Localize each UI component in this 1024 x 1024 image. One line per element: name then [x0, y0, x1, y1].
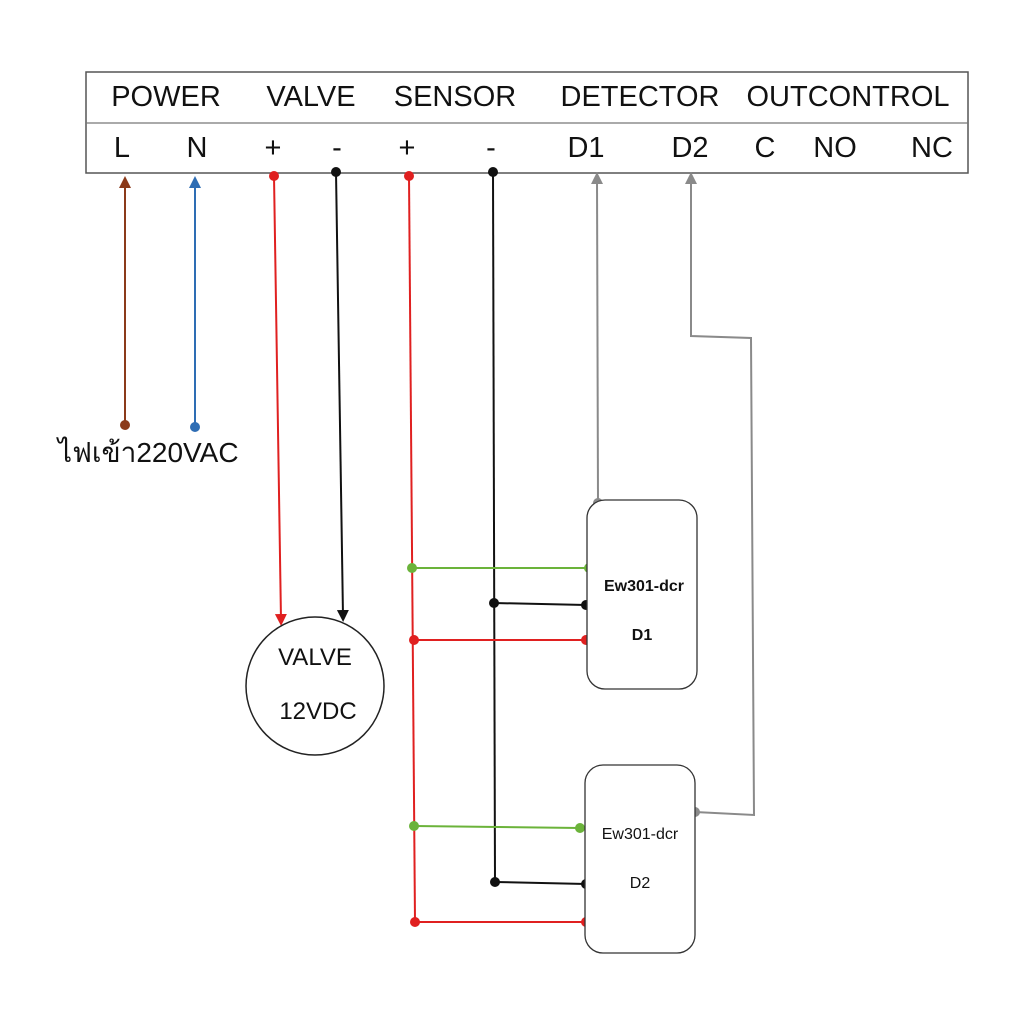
detector-d2: Ew301-dcr D2 — [584, 764, 696, 954]
power-input-wires: ไฟเข้า220VAC — [56, 176, 239, 468]
d1-negative-wire — [493, 602, 587, 606]
terminal-D1: D1 — [567, 132, 604, 164]
d1-negative-dot-left — [489, 598, 499, 608]
d1-signal-dot-left — [407, 563, 417, 573]
group-label-power: POWER — [111, 81, 221, 113]
sensor-wires — [404, 167, 594, 927]
power-input-label: ไฟเข้า220VAC — [56, 437, 239, 468]
detector-d1-box — [586, 499, 698, 690]
terminal-valve-minus: - — [332, 132, 342, 164]
group-label-sensor: SENSOR — [394, 81, 516, 113]
detector-d1-id: D1 — [632, 627, 653, 644]
terminal-sensor-plus: + — [399, 132, 416, 164]
terminal-NC: NC — [911, 132, 953, 164]
valve-positive-wire — [273, 175, 287, 626]
d2-negative-wire — [494, 881, 587, 885]
detector-d2-id: D2 — [630, 875, 651, 892]
detector-wires — [591, 172, 756, 817]
detector-d2-model: Ew301-dcr — [602, 826, 679, 843]
terminal-D2: D2 — [671, 132, 708, 164]
valve-label: VALVE — [278, 644, 352, 671]
d1-detector-wire — [591, 172, 604, 504]
group-label-valve: VALVE — [266, 81, 355, 113]
valve-negative-wire — [335, 171, 349, 622]
terminal-block: POWER VALVE SENSOR DETECTOR OUTCONTROL L… — [85, 71, 969, 174]
terminal-C: C — [755, 132, 776, 164]
d2-signal-dot-right — [575, 823, 585, 833]
detector-d1: Ew301-dcr D1 — [586, 499, 698, 690]
d2-signal-dot-left — [409, 821, 419, 831]
d2-detector-wire — [685, 172, 756, 817]
valve-voltage-label: 12VDC — [279, 698, 356, 725]
detector-d2-box — [584, 764, 696, 954]
live-wire-end-dot — [120, 420, 130, 430]
terminal-sensor-minus: - — [486, 132, 496, 164]
terminal-valve-plus: + — [265, 132, 282, 164]
valve: VALVE 12VDC — [245, 616, 385, 756]
terminal-NO: NO — [813, 132, 857, 164]
d2-positive-dot-left — [410, 917, 420, 927]
sensor-positive-bus — [408, 175, 416, 923]
d2-signal-wire — [413, 825, 581, 829]
valve-circle — [245, 616, 385, 756]
terminal-L: L — [114, 132, 130, 164]
group-label-detector: DETECTOR — [561, 81, 720, 113]
d2-negative-dot-left — [490, 877, 500, 887]
valve-wires — [269, 167, 349, 626]
neutral-wire-end-dot — [190, 422, 200, 432]
group-label-outcontrol: OUTCONTROL — [747, 81, 950, 113]
d1-positive-dot-left — [409, 635, 419, 645]
sensor-negative-bus — [492, 171, 496, 883]
terminal-N: N — [187, 132, 208, 164]
detector-d1-model: Ew301-dcr — [604, 578, 684, 595]
